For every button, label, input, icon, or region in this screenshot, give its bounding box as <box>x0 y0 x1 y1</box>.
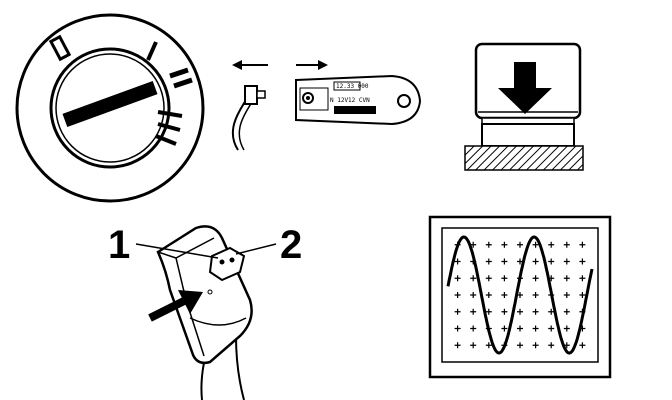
connector-hole <box>207 289 213 295</box>
grid-mark <box>532 275 539 282</box>
grid-mark <box>563 258 570 265</box>
grid-mark <box>470 325 477 332</box>
grid-mark <box>579 342 586 349</box>
grid-mark <box>485 292 492 298</box>
grid-mark <box>532 308 539 315</box>
key-ring-hole <box>397 94 411 108</box>
fob-socket <box>299 87 329 111</box>
grid-mark <box>563 325 570 332</box>
callout-2: 2 <box>280 223 302 267</box>
fob-label-top: 12.33 000 <box>336 83 369 90</box>
sine-waveform <box>446 235 594 355</box>
press-block-assembly <box>464 42 584 171</box>
grid-mark <box>454 342 461 349</box>
grid-mark <box>517 325 523 332</box>
grid-mark <box>501 241 508 248</box>
grid-mark <box>517 342 523 349</box>
position-II-marker <box>169 67 193 89</box>
callout-1: 1 <box>108 223 130 267</box>
grid-mark <box>501 325 508 332</box>
oscilloscope <box>428 215 612 379</box>
grid-mark <box>548 325 555 332</box>
key-slot <box>62 81 158 127</box>
grid-mark <box>532 342 539 349</box>
cable-plug <box>231 85 266 151</box>
fob-label-bar <box>334 106 376 114</box>
position-I-marker <box>146 41 158 61</box>
grid-mark <box>532 292 539 298</box>
grid-mark <box>579 275 586 282</box>
grid-mark <box>485 241 492 248</box>
key-fob-assembly: 12.33 000 N 12V12 CVN <box>231 60 422 151</box>
grid-mark <box>579 258 586 265</box>
grid-mark <box>501 258 508 265</box>
grid-mark <box>548 241 555 248</box>
pointer-arrow-icon <box>148 290 203 322</box>
oscilloscope-grid <box>454 241 586 349</box>
connector-assembly: 1 2 <box>108 223 302 400</box>
grid-mark <box>454 308 461 315</box>
grid-mark <box>563 241 570 248</box>
grid-mark <box>517 241 523 248</box>
grid-mark <box>454 258 461 265</box>
ignition-inner-ring-2 <box>55 53 165 163</box>
grid-mark <box>485 342 492 349</box>
grid-mark <box>454 325 461 332</box>
grid-mark <box>470 342 477 349</box>
connector-body <box>156 225 253 365</box>
grid-mark <box>532 325 539 332</box>
grid-mark <box>548 258 555 265</box>
ground-hatch <box>464 145 584 171</box>
grid-mark <box>470 292 477 298</box>
grid-mark <box>485 275 492 282</box>
grid-mark <box>470 275 477 282</box>
grid-mark <box>548 342 555 349</box>
down-arrow-icon <box>498 62 552 114</box>
grid-mark <box>501 308 508 315</box>
grid-mark <box>485 308 492 315</box>
grid-mark <box>579 241 586 248</box>
grid-mark <box>485 258 492 265</box>
grid-mark <box>454 275 461 282</box>
grid-mark <box>579 292 586 298</box>
grid-mark <box>563 308 570 315</box>
grid-mark <box>454 292 461 298</box>
connector-tab <box>208 246 246 282</box>
position-III-marker <box>155 110 183 146</box>
left-arrow-icon <box>232 60 268 70</box>
grid-mark <box>563 275 570 282</box>
grid-mark <box>470 308 477 315</box>
ignition-switch <box>15 13 205 203</box>
position-0-marker <box>48 34 72 62</box>
grid-mark <box>517 308 523 315</box>
grid-mark <box>532 241 539 248</box>
fob-label-middle: N 12V12 CVN <box>330 97 370 104</box>
grid-mark <box>563 292 570 298</box>
right-arrow-icon <box>296 60 328 70</box>
grid-mark <box>532 258 539 265</box>
grid-mark <box>548 308 555 315</box>
grid-mark <box>501 292 508 298</box>
grid-mark <box>501 275 508 282</box>
